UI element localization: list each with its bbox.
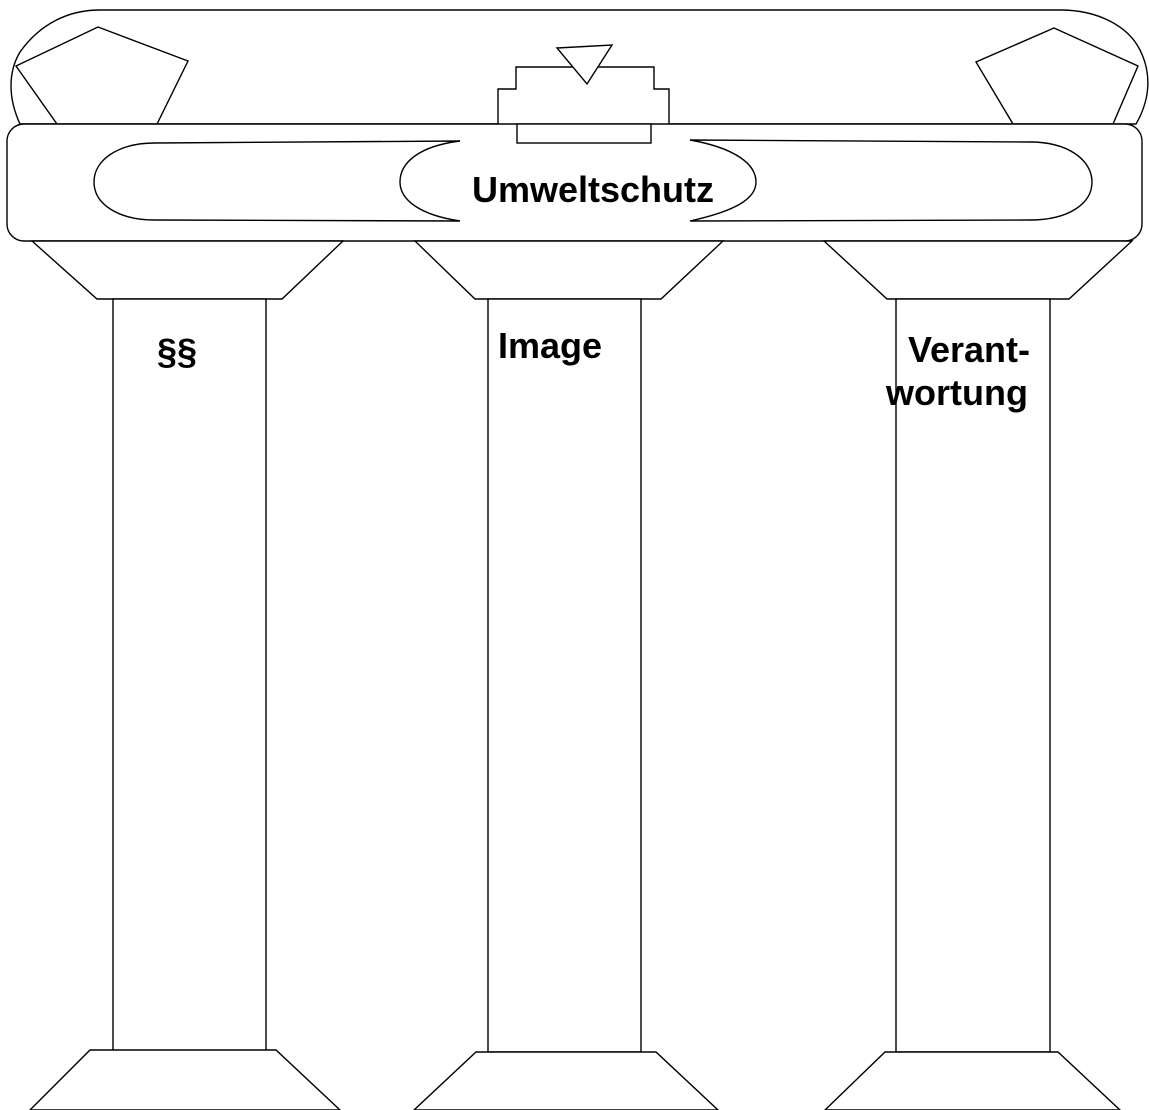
frieze-right-capsule bbox=[689, 139, 1093, 222]
pillar-1-label: §§ bbox=[157, 331, 197, 372]
pillar-1-label-line-1: §§ bbox=[157, 331, 197, 372]
pillar-3-capital bbox=[822, 240, 1134, 300]
pillar-3: Verant- wortung bbox=[822, 240, 1134, 1110]
pillar-1: §§ bbox=[29, 240, 345, 1110]
crest-base-tab bbox=[516, 123, 652, 144]
pillar-1-capital bbox=[30, 240, 345, 300]
pillar-3-shaft bbox=[895, 298, 1051, 1053]
crest-triangle bbox=[555, 44, 614, 86]
pillar-2-label-line-1: Image bbox=[498, 325, 602, 366]
pillar-2-base bbox=[412, 1051, 720, 1110]
frieze-left-capsule bbox=[93, 140, 461, 222]
pillar-2: Image bbox=[412, 240, 725, 1110]
pillar-1-base bbox=[29, 1049, 342, 1110]
pillar-3-base bbox=[823, 1051, 1122, 1110]
pillar-1-shaft bbox=[112, 298, 267, 1057]
pillar-2-label: Image bbox=[498, 325, 602, 366]
roof-label: Umweltschutz bbox=[472, 169, 714, 210]
pillar-2-capital bbox=[413, 240, 725, 300]
pillar-3-label-line-2: wortung bbox=[885, 372, 1028, 413]
pillar-3-label-line-1: Verant- bbox=[908, 329, 1030, 370]
pillar-3-label: Verant- wortung bbox=[885, 329, 1040, 413]
pillar-2-shaft bbox=[487, 298, 642, 1053]
